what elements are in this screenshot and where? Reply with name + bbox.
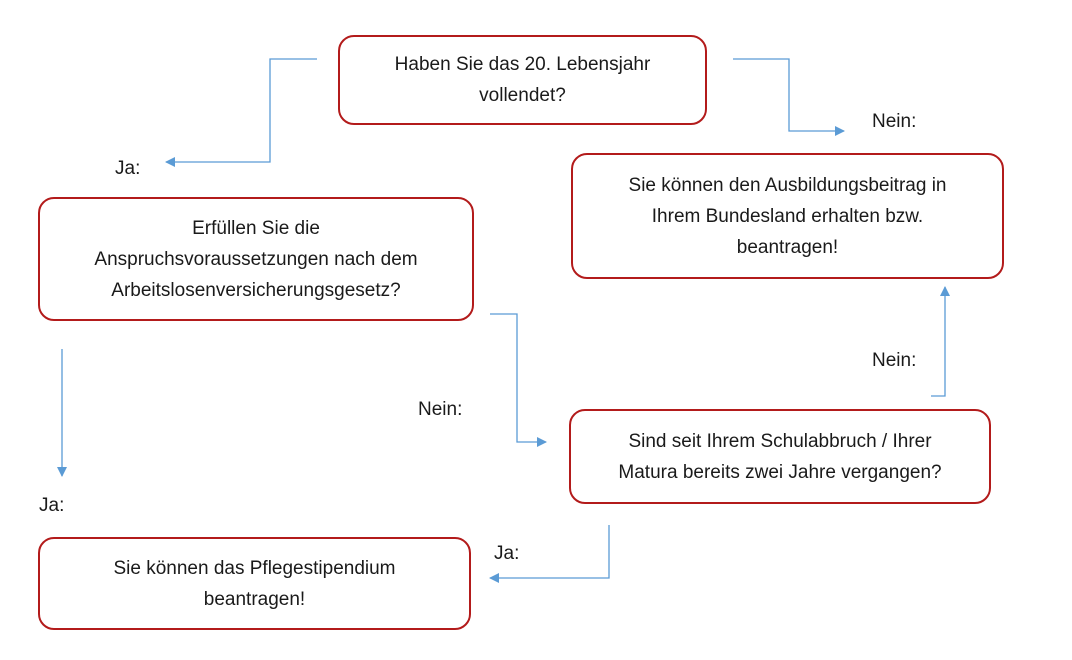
question-alvg-node: Erfüllen Sie die Anspruchsvoraussetzunge… bbox=[38, 197, 474, 321]
node-line: Sie können den Ausbildungsbeitrag in bbox=[628, 174, 947, 196]
question-school-node: Sind seit Ihrem Schulabbruch / Ihrer Mat… bbox=[569, 409, 991, 504]
question-age-node: Haben Sie das 20. Lebensjahr vollendet? bbox=[338, 35, 707, 125]
label-age-nein: Nein: bbox=[872, 111, 917, 132]
node-line: Ihrem Bundesland erhalten bzw. bbox=[651, 205, 924, 227]
connector-age-nein bbox=[733, 58, 845, 136]
node-line: vollendet? bbox=[479, 85, 566, 106]
node-line: beantragen! bbox=[736, 236, 839, 258]
node-line: Arbeitslosenversicherungsgesetz? bbox=[111, 279, 401, 301]
node-line: Erfüllen Sie die bbox=[192, 217, 320, 239]
label-alvg-ja: Ja: bbox=[39, 495, 65, 516]
node-line: Haben Sie das 20. Lebensjahr bbox=[394, 54, 651, 75]
label-alvg-nein: Nein: bbox=[418, 399, 463, 420]
label-school-nein: Nein: bbox=[872, 350, 917, 371]
result-pflegestipendium-node: Sie können das Pflegestipendium beantrag… bbox=[38, 537, 471, 630]
node-line: Anspruchsvoraussetzungen nach dem bbox=[94, 248, 418, 270]
connector-age-ja bbox=[165, 58, 317, 167]
label-school-ja: Ja: bbox=[494, 543, 520, 564]
node-line: Sie können das Pflegestipendium bbox=[113, 557, 396, 579]
node-line: Matura bereits zwei Jahre vergangen? bbox=[618, 461, 942, 483]
label-age-ja: Ja: bbox=[115, 158, 141, 179]
result-ausbildungsbeitrag-node: Sie können den Ausbildungsbeitrag in Ihr… bbox=[571, 153, 1004, 279]
connector-school-nein bbox=[931, 286, 950, 397]
node-line: beantragen! bbox=[203, 588, 306, 610]
connector-alvg-nein bbox=[490, 313, 547, 447]
node-line: Sind seit Ihrem Schulabbruch / Ihrer bbox=[628, 430, 932, 452]
connector-school-ja bbox=[489, 525, 610, 583]
